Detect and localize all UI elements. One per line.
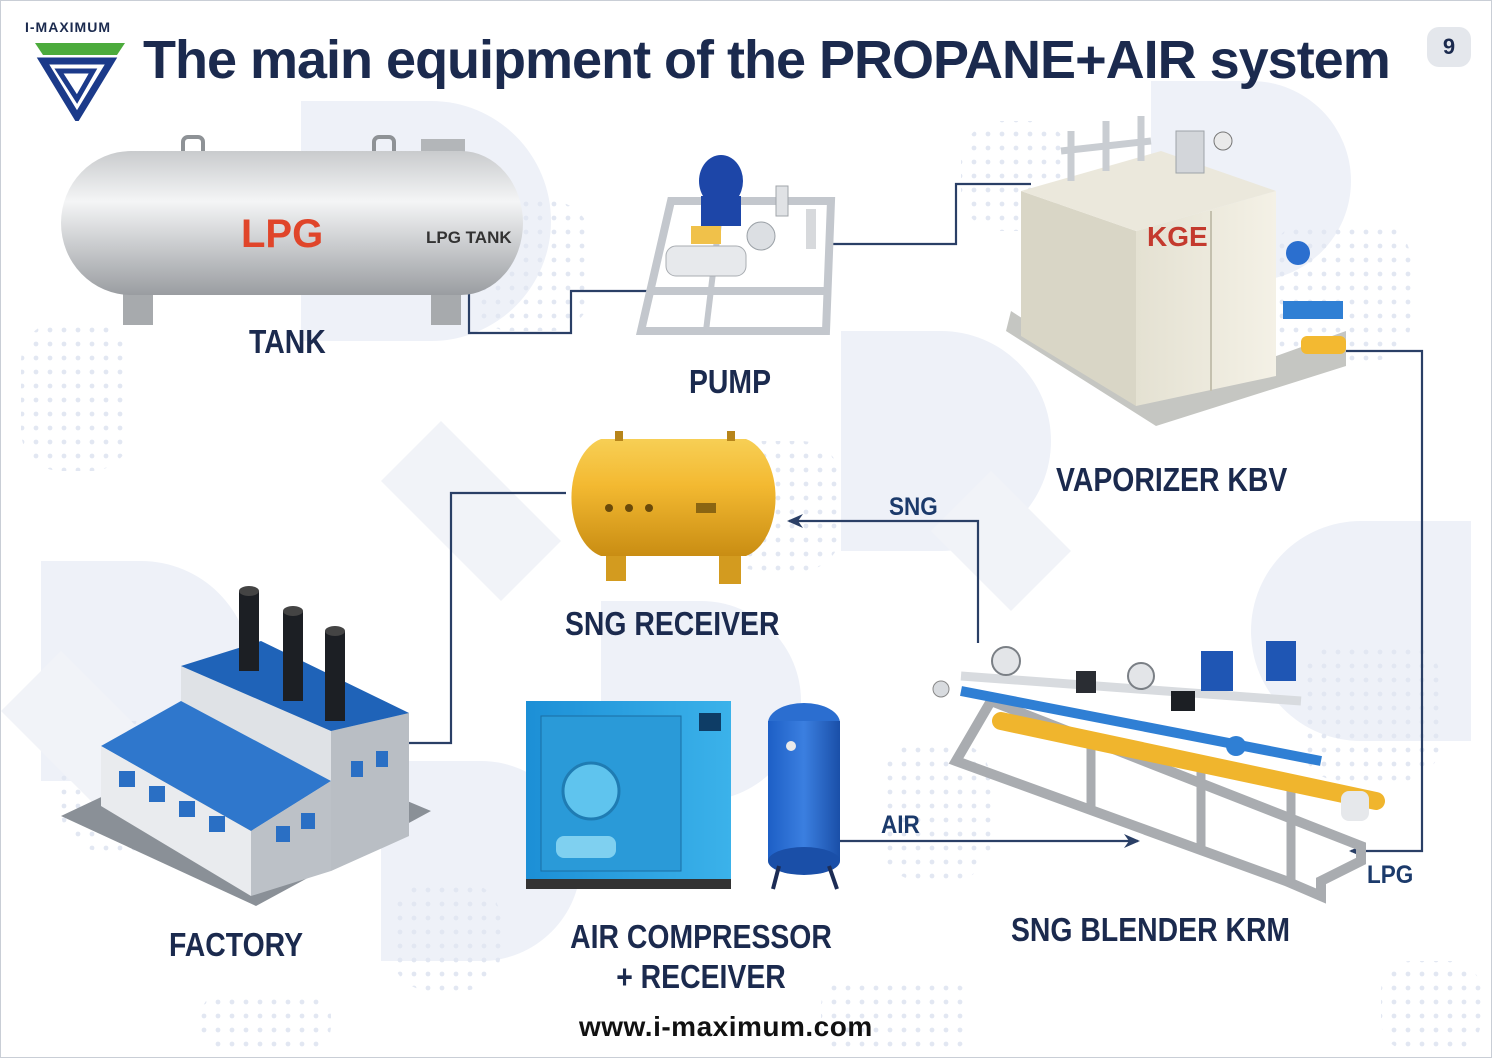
tank-body-text: LPG <box>241 212 323 256</box>
line-blender-to-receiver-sng <box>787 514 980 643</box>
sng-blender-skid <box>932 641 1385 904</box>
compressor-label-line2: + RECEIVER <box>616 958 786 995</box>
vaporizer-brand-text: KGE <box>1147 221 1208 252</box>
flow-label-sng: SNG <box>889 493 938 521</box>
blender-label: SNG BLENDER KRM <box>1011 911 1291 948</box>
factory-building <box>61 586 431 906</box>
page-title: The main equipment of the PROPANE+AIR sy… <box>143 30 1391 90</box>
vaporizer-label: VAPORIZER KBV <box>1056 461 1288 498</box>
website-url[interactable]: www.i-maximum.com <box>579 1011 873 1042</box>
line-vaporizer-to-blender-lpg <box>1346 349 1424 858</box>
brand-wordmark: I-MAXIMUM <box>25 19 111 35</box>
compressor-label: AIR COMPRESSOR + RECEIVER <box>563 917 838 997</box>
compressor-label-line1: AIR COMPRESSOR <box>570 918 832 955</box>
receiver-label: SNG RECEIVER <box>565 605 780 642</box>
lpg-tank: LPG LPG TANK <box>61 135 523 325</box>
company-logo <box>35 43 125 121</box>
pump-label: PUMP <box>689 363 771 400</box>
factory-label: FACTORY <box>169 926 304 963</box>
tank-tag-text: LPG TANK <box>426 228 512 247</box>
flow-label-air: AIR <box>881 811 920 839</box>
air-compressor-unit <box>526 701 840 890</box>
sng-receiver-tank <box>571 431 776 584</box>
line-tank-to-pump <box>467 289 651 335</box>
page-number-badge: 9 <box>1427 27 1471 67</box>
line-receiver-to-factory <box>409 491 566 745</box>
tank-label: TANK <box>249 323 326 360</box>
vaporizer-unit: KGE <box>1006 116 1346 426</box>
line-pump-to-vaporizer <box>826 182 1031 246</box>
pump-skid <box>635 155 836 335</box>
flow-label-lpg: LPG <box>1367 861 1414 889</box>
